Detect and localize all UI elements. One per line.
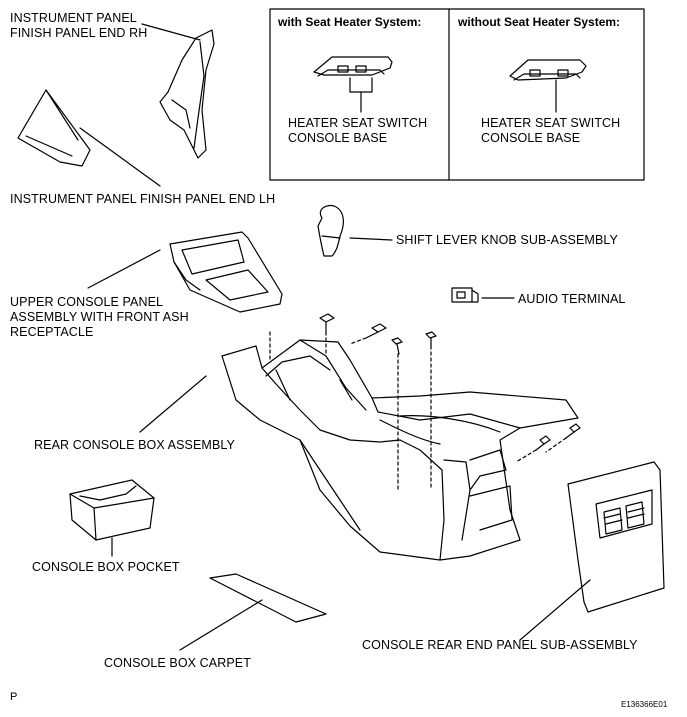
figure-id: E136366E01: [621, 700, 668, 709]
shift-knob-label: SHIFT LEVER KNOB SUB-ASSEMBLY: [396, 233, 618, 247]
upper-console-label-line1: UPPER CONSOLE PANEL: [10, 295, 164, 309]
rear-console-box-part: [139, 339, 579, 561]
screw-fasteners: [319, 313, 581, 451]
console-box-pocket-label: CONSOLE BOX POCKET: [32, 560, 180, 574]
upper-console-label-line3: RECEPTACLE: [10, 325, 94, 339]
shift-lever-knob-part: [317, 204, 393, 257]
console-box-carpet-label: CONSOLE BOX CARPET: [104, 656, 251, 670]
heater-switch-base-with-icon: [313, 56, 393, 113]
ip-end-rh-label-line2: FINISH PANEL END RH: [10, 26, 148, 40]
inset-with-part-label-line2: CONSOLE BASE: [288, 131, 388, 145]
inset-with-heater-title: with Seat Heater System:: [278, 15, 422, 29]
ip-end-lh-label: INSTRUMENT PANEL FINISH PANEL END LH: [10, 192, 276, 206]
console-rear-end-panel-part: [519, 461, 665, 641]
upper-console-panel-part: [87, 231, 283, 313]
heater-switch-base-without-icon: [509, 59, 587, 113]
inset-without-part-label-line2: CONSOLE BASE: [481, 131, 581, 145]
rear-console-box-label: REAR CONSOLE BOX ASSEMBLY: [34, 438, 235, 452]
ip-finish-panel-end-lh-part: [17, 89, 161, 187]
console-box-carpet-part: [179, 573, 327, 651]
ip-finish-panel-end-rh-part: [141, 23, 215, 159]
assembly-guide-lines: [269, 331, 567, 491]
console-box-pocket-part: [69, 479, 155, 557]
inset-without-heater-title: without Seat Heater System:: [458, 15, 621, 29]
seat-heater-inset-frame: [269, 8, 645, 181]
inset-without-part-label-line1: HEATER SEAT SWITCH: [481, 116, 621, 130]
inset-with-part-label-line1: HEATER SEAT SWITCH: [288, 116, 428, 130]
ip-end-rh-label-line1: INSTRUMENT PANEL: [10, 11, 137, 25]
audio-terminal-part: [451, 287, 515, 303]
console-rear-end-panel-label: CONSOLE REAR END PANEL SUB-ASSEMBLY: [362, 638, 638, 652]
footer-code: P: [10, 691, 18, 703]
audio-terminal-label: AUDIO TERMINAL: [518, 292, 626, 306]
upper-console-label-line2: ASSEMBLY WITH FRONT ASH: [10, 310, 189, 324]
